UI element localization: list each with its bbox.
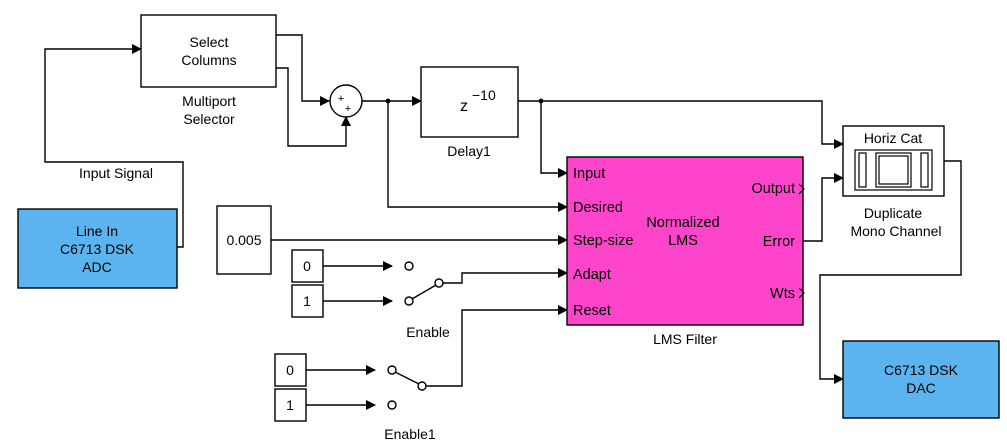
wts-port-chevron (798, 287, 805, 299)
horiz-cat-label-2: Mono Channel (850, 223, 941, 239)
wire-horizcat-to-dac (819, 160, 962, 384)
switch-contact-top (404, 261, 414, 271)
lms-port-adapt: Adapt (573, 267, 611, 283)
input-signal-label: Input Signal (79, 165, 153, 181)
dac-line-1: C6713 DSK (884, 362, 959, 378)
enable1-switch-group[interactable]: 0 1 (274, 353, 427, 422)
lms-filter-block[interactable]: Input Desired Step-size Adapt Reset Norm… (566, 156, 805, 326)
enable-const-1-value: 1 (303, 293, 311, 309)
const-value: 0.005 (226, 232, 261, 248)
multiport-selector-block[interactable]: Select Columns (140, 14, 277, 88)
horiz-cat-title: Horiz Cat (864, 130, 922, 146)
enable-const-0[interactable] (291, 249, 324, 283)
enable-label: Enable (406, 324, 450, 340)
adc-block[interactable]: Line In C6713 DSK ADC (17, 208, 178, 289)
sum-sign-bottom: + (345, 103, 351, 115)
lms-port-input: Input (573, 166, 605, 182)
delay-block[interactable]: z −10 (420, 66, 519, 138)
enable-switch-group[interactable]: 0 1 (291, 249, 444, 318)
adc-block-body[interactable] (17, 208, 178, 289)
lms-port-desired: Desired (573, 200, 623, 216)
switch-contact-bottom (404, 296, 414, 306)
switch1-contact-top (387, 365, 397, 375)
dac-body[interactable] (842, 340, 1000, 419)
wire-sum-to-desired (387, 101, 568, 212)
lms-label: LMS Filter (653, 331, 717, 347)
wire-enable1-to-reset (426, 305, 568, 387)
dac-block[interactable]: C6713 DSK DAC (842, 340, 1000, 419)
switch1-contact-bottom (387, 400, 397, 410)
switch1-pivot (417, 381, 427, 391)
horiz-cat-label-1: Duplicate (864, 205, 923, 221)
delay-exponent: −10 (472, 87, 496, 103)
switch-pivot (434, 278, 444, 288)
lms-title-1: Normalized (646, 215, 719, 231)
wire-enable-to-adapt (443, 268, 568, 284)
multiport-label-1: Multiport (182, 93, 236, 109)
adc-line-1: Line In (76, 223, 118, 239)
switch1-lever[interactable] (394, 371, 420, 385)
wire-delay-to-horizcat (541, 100, 844, 149)
delay-base: z (460, 98, 468, 115)
sum-circle[interactable] (329, 84, 363, 118)
adc-line-3: ADC (82, 259, 112, 275)
delay-label: Delay1 (447, 143, 491, 159)
const-body[interactable] (216, 205, 272, 275)
enable1-const-0[interactable] (274, 353, 307, 387)
wires (44, 34, 962, 410)
enable-const-0-value: 0 (303, 258, 311, 274)
lms-port-reset: Reset (573, 303, 611, 319)
wire-selector-out2-to-sum (276, 67, 351, 147)
wire-selector-out1-to-sum (276, 34, 330, 106)
selector-line-2: Columns (181, 52, 236, 68)
enable-const-1[interactable] (291, 284, 324, 318)
step-size-constant-block[interactable]: 0.005 (216, 205, 272, 275)
lms-port-output: Output (751, 181, 795, 197)
sum-sign-top: + (338, 93, 344, 105)
switch-lever[interactable] (411, 284, 437, 300)
output-port-chevron (798, 183, 805, 195)
enable1-const-0-value: 0 (286, 362, 294, 378)
enable1-const-1-value: 1 (286, 397, 294, 413)
multiport-label-2: Selector (183, 111, 235, 127)
lms-body[interactable] (566, 156, 804, 326)
enable1-const-1[interactable] (274, 388, 307, 422)
concat-icon (854, 149, 933, 191)
wire-error-to-horizcat (803, 173, 844, 242)
lms-port-error: Error (763, 234, 795, 250)
lms-port-wts: Wts (770, 286, 795, 302)
lms-port-stepsize: Step-size (573, 233, 633, 249)
adc-line-2: C6713 DSK (60, 241, 135, 257)
dac-line-2: DAC (906, 380, 936, 396)
selector-line-1: Select (190, 34, 229, 50)
selector-body[interactable] (140, 14, 277, 88)
enable1-label: Enable1 (384, 426, 436, 442)
wire-delay-to-input (518, 100, 568, 178)
junction-dot (385, 98, 391, 104)
horiz-cat-block[interactable]: Horiz Cat (842, 125, 945, 197)
wire-adc-to-selector (44, 44, 184, 248)
sum-block[interactable]: + + (329, 84, 363, 118)
delay-body[interactable] (420, 66, 519, 138)
lms-title-2: LMS (668, 233, 698, 249)
